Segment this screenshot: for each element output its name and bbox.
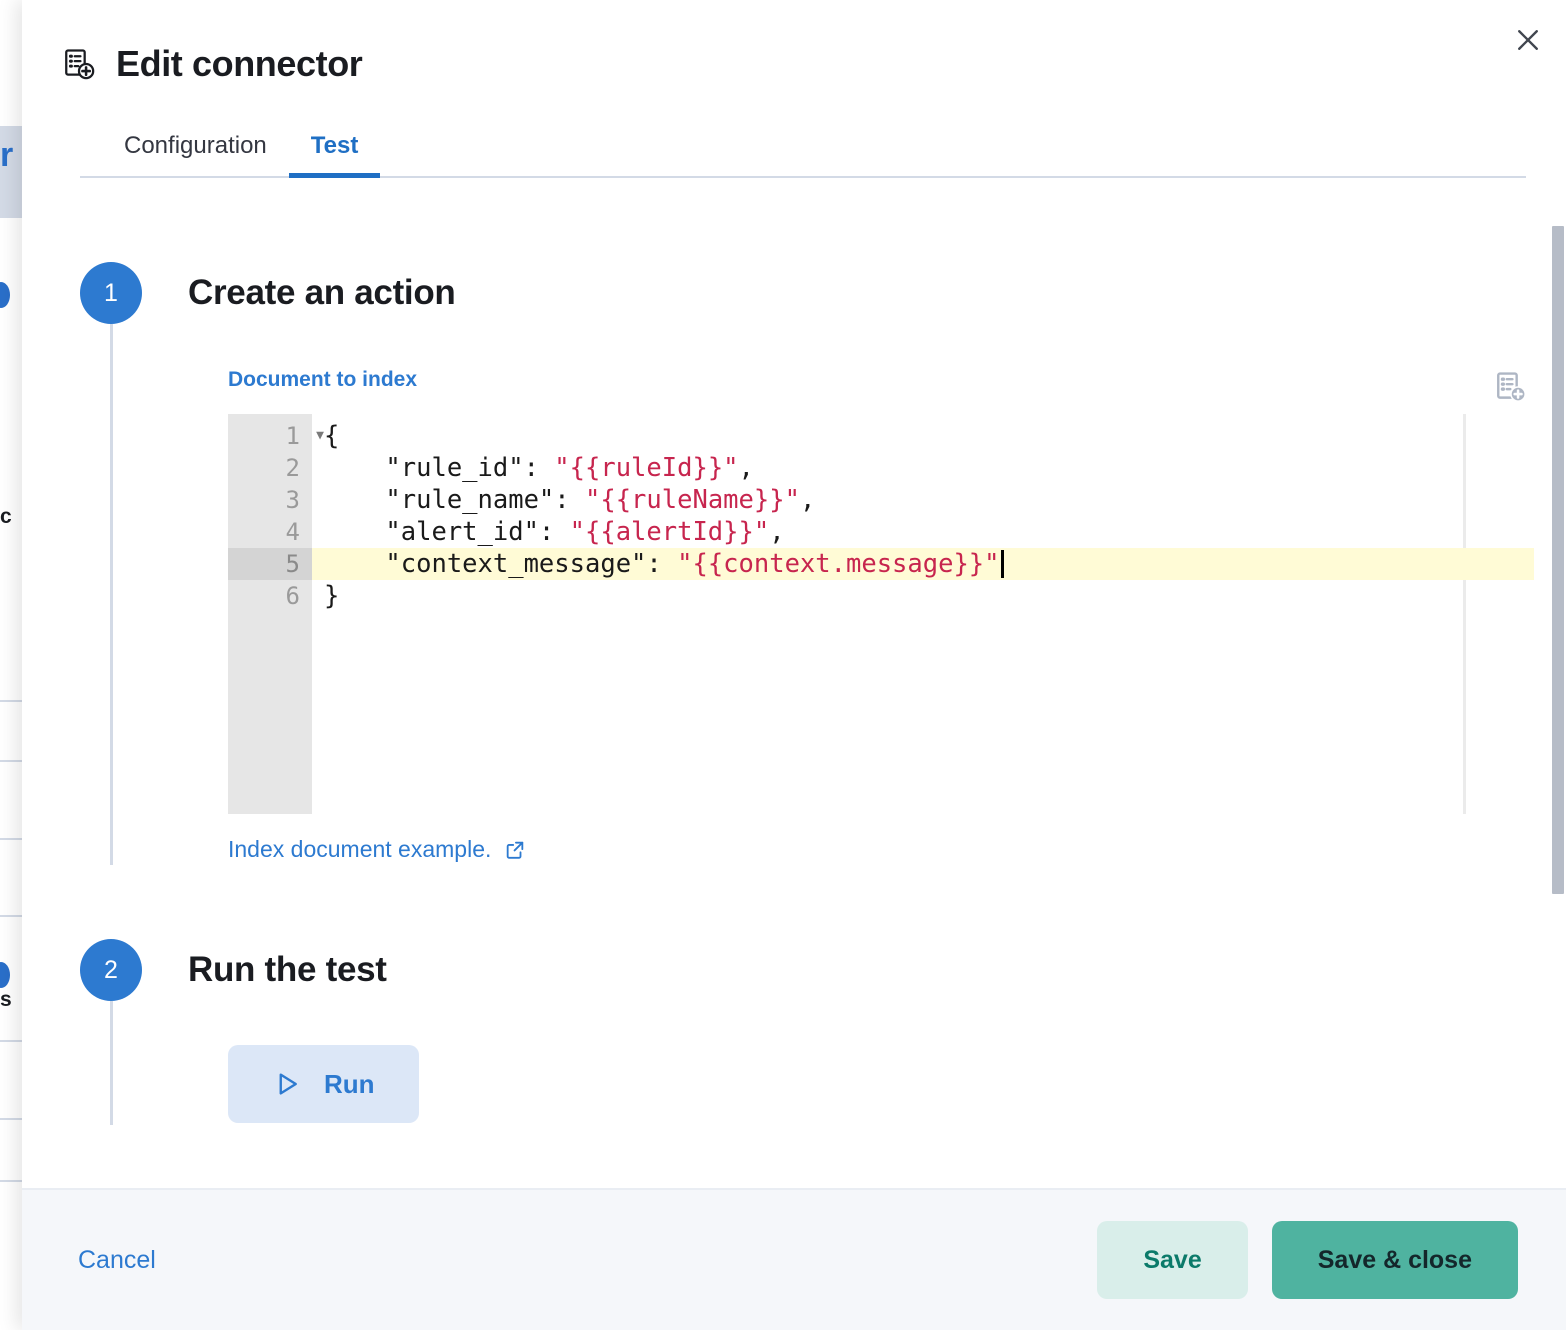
add-document-icon[interactable] [1494, 370, 1528, 404]
editor-code-line: "rule_name": "{{ruleName}}", [324, 485, 816, 515]
background-avatar [0, 282, 10, 308]
background-text-fragment-1: c [0, 505, 12, 528]
document-to-index-label: Document to index [228, 368, 418, 391]
run-button-label: Run [324, 1068, 375, 1099]
edit-connector-flyout: Edit connector Configuration Test 1 Crea… [22, 0, 1566, 1330]
vertical-scrollbar[interactable] [1550, 212, 1566, 1188]
editor-code-content[interactable]: { "rule_id": "{{ruleId}}", "rule_name": … [312, 420, 1538, 612]
background-divider [0, 1180, 22, 1182]
close-icon[interactable] [1506, 18, 1550, 62]
flyout-tabs: Configuration Test [62, 118, 1526, 178]
test-steps: 1 Create an action Document to index [22, 212, 1566, 1125]
step-run-the-test: 2 Run the test Run [80, 939, 1566, 1125]
save-button[interactable]: Save [1097, 1221, 1248, 1299]
editor-code-line: { [324, 421, 340, 451]
background-divider [0, 760, 22, 762]
step-number-badge: 2 [80, 939, 142, 1001]
step-content: Document to index [188, 324, 1566, 863]
cancel-button[interactable]: Cancel [78, 1245, 156, 1274]
background-divider [0, 1118, 22, 1120]
flyout-footer: Cancel Save Save & close [22, 1188, 1566, 1330]
page-title: Edit connector [116, 43, 363, 84]
editor-line-number: 2 [285, 454, 300, 482]
background-divider [0, 700, 22, 702]
editor-code-line: "rule_id": "{{ruleId}}", [324, 453, 754, 483]
text-cursor [1000, 550, 1004, 578]
editor-line-number: 6 [285, 582, 300, 610]
save-and-close-button[interactable]: Save & close [1271, 1221, 1518, 1299]
background-nav-band [0, 126, 22, 216]
step-connector-line [110, 324, 113, 865]
index-document-icon [65, 49, 95, 80]
run-button[interactable]: Run [228, 1045, 419, 1123]
external-link-icon [507, 841, 524, 859]
fold-caret-icon[interactable]: ▼ [316, 428, 324, 443]
step-title: Run the test [188, 950, 387, 989]
play-icon [279, 1073, 297, 1095]
background-divider [0, 838, 22, 840]
background-divider [0, 915, 22, 917]
editor-code-line: "context_message": "{{context.message}}" [312, 548, 1534, 580]
flyout-header: Edit connector Configuration Test [22, 0, 1566, 178]
tab-test[interactable]: Test [288, 132, 381, 178]
editor-gutter [228, 414, 312, 814]
step-connector-line [110, 1001, 113, 1125]
footer-actions: Save Save & close [1097, 1221, 1518, 1299]
flyout-title-row: Edit connector [62, 44, 1526, 84]
tab-configuration[interactable]: Configuration [102, 132, 289, 178]
editor-print-margin [1463, 414, 1466, 814]
background-text-fragment-2: s [0, 988, 12, 1011]
index-document-example-label: Index document example. [228, 836, 492, 862]
editor-code-line: } [324, 581, 340, 611]
editor-code-line: "alert_id": "{{alertId}}", [324, 517, 785, 547]
background-divider [0, 216, 22, 218]
step-content: Run [188, 1001, 1566, 1123]
background-nav-text-fragment: r [0, 136, 14, 174]
index-document-example-link[interactable]: Index document example. [228, 836, 526, 863]
flyout-body: 1 Create an action Document to index [22, 212, 1566, 1188]
editor-line-number: 1▼ [285, 422, 324, 450]
background-divider [0, 1040, 22, 1042]
background-avatar [0, 962, 10, 988]
step-title: Create an action [188, 273, 456, 312]
editor-line-number: 4 [285, 518, 300, 546]
step-create-an-action: 1 Create an action Document to index [80, 262, 1566, 865]
scrollbar-thumb[interactable] [1552, 226, 1564, 894]
step-number-badge: 1 [80, 262, 142, 324]
background-left-column: r c s [0, 0, 22, 1330]
editor-line-number: 5 [228, 548, 312, 580]
editor-line-number: 3 [285, 486, 300, 514]
